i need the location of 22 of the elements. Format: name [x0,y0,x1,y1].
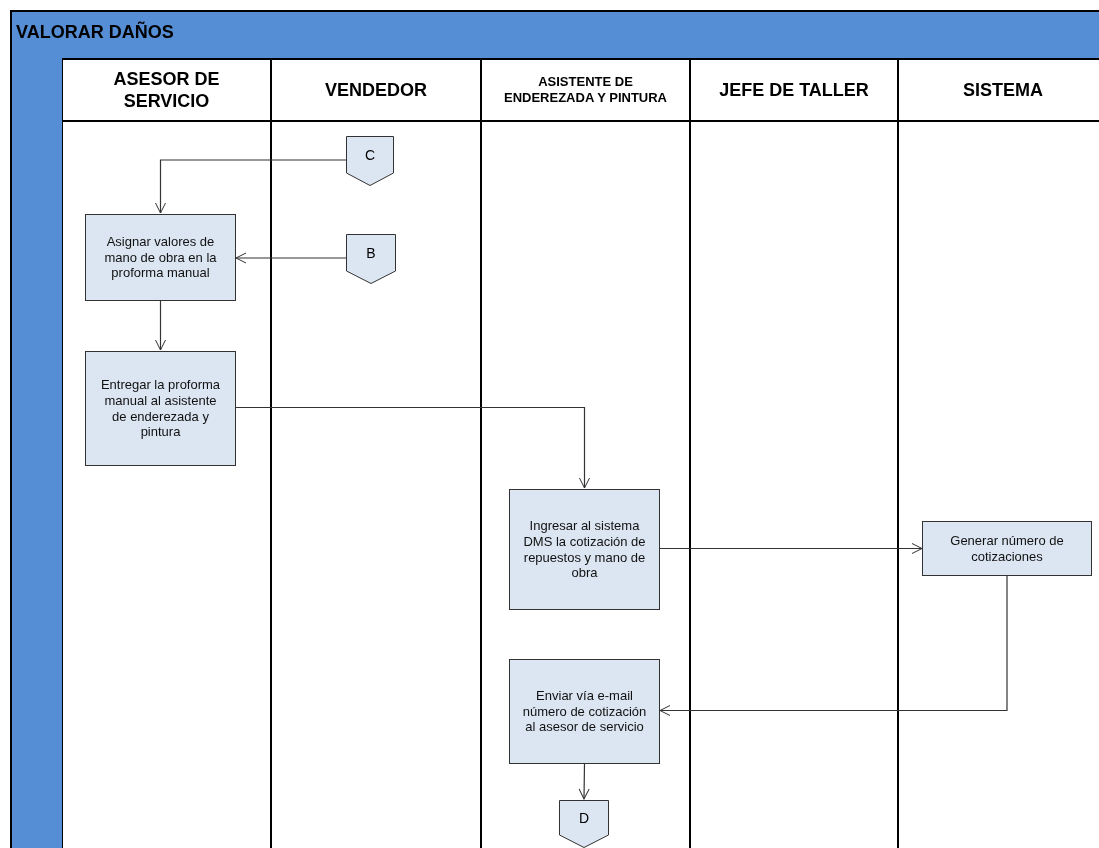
swimlane [898,58,1099,848]
process-box: Ingresar al sistema DMS la cotización de repuestos y mano de obra [509,489,660,610]
process-box: Entregar la proforma manual al asistente de enderezada y pintura [85,351,236,466]
connector-label: C [364,146,376,163]
swimlane [481,58,690,848]
arrow [659,574,1008,716]
connector-label: B [365,244,377,261]
arrow [235,406,590,489]
arrow [155,299,166,351]
arrow [578,762,590,800]
process-box: Asignar valores de mano de obra en la proforma manual [85,214,236,301]
process-box: Enviar vía e-mail número de cotización al asesor de servicio [509,659,660,764]
pool [10,10,1099,848]
arrow [235,252,347,264]
arrow [155,159,347,214]
pool-title: VALORAR DAÑOS [16,22,174,43]
process-box: Generar número de cotizaciones [922,521,1092,576]
swimlane [271,58,481,848]
swimlane [62,58,271,848]
lane-heading: SISTEMA [899,60,1099,122]
arrow [659,543,923,554]
connector-label: D [578,809,590,826]
